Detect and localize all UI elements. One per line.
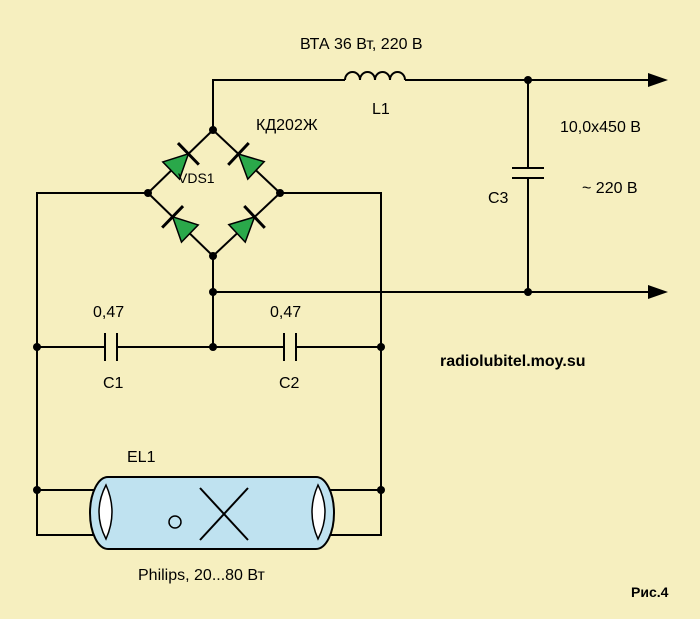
lamp-spec-label: Philips, 20...80 Вт: [138, 567, 265, 584]
bridge-ref-label: VDS1: [178, 170, 215, 186]
diode-lower-left: [161, 205, 200, 244]
ballast-label: ВТА 36 Вт, 220 В: [300, 36, 423, 53]
output-voltage-label: ~ 220 В: [582, 180, 638, 197]
junction-dots: [33, 76, 532, 494]
output-arrow-bottom: [648, 285, 668, 299]
diode-lower-right: [227, 205, 266, 244]
capacitor-c3-symbol: [512, 167, 544, 179]
website-label: radiolubitel.moy.su: [440, 353, 586, 370]
cap3-rating-label: 10,0х450 В: [560, 119, 641, 136]
output-arrow-top: [648, 73, 668, 87]
cap2-ref-label: C2: [279, 375, 300, 392]
cap1-value-label: 0,47: [93, 304, 125, 321]
inductor-label: L1: [372, 101, 390, 118]
figure-label: Рис.4: [631, 584, 669, 600]
lamp-ref-label: EL1: [127, 449, 156, 466]
capacitor-c2-symbol: [283, 333, 297, 361]
capacitor-c1-symbol: [104, 333, 118, 361]
diode-upper-left: [161, 142, 200, 181]
inductor-l1-symbol: [344, 71, 406, 81]
cap2-value-label: 0,47: [270, 304, 302, 321]
diode-bridge-vds1: [161, 142, 266, 244]
cap3-ref-label: C3: [488, 190, 509, 207]
bridge-type-label: КД202Ж: [256, 117, 318, 134]
cap1-ref-label: C1: [103, 375, 124, 392]
fluorescent-lamp-el1: [89, 476, 335, 550]
diode-upper-right: [227, 142, 266, 181]
